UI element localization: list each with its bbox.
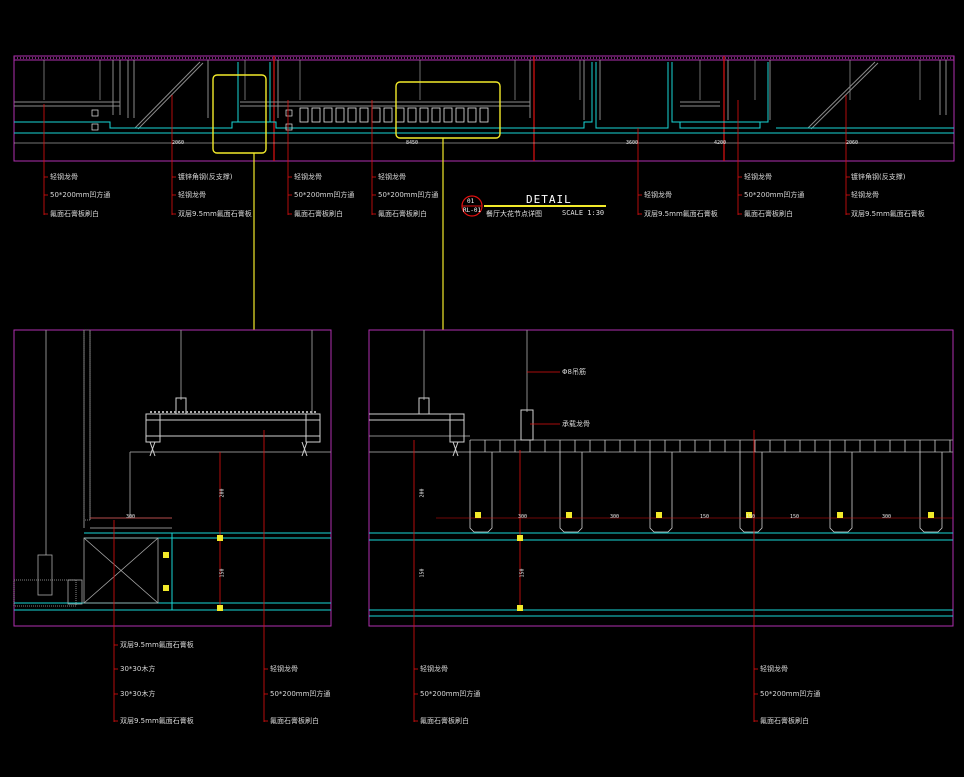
left-label: 双层9.5mm氟面石膏板 bbox=[120, 641, 194, 649]
left-label: 50*200mm凹方通 bbox=[270, 690, 331, 698]
top-section bbox=[13, 55, 955, 330]
left-dim: 150 bbox=[219, 568, 226, 578]
right-dim: 300 bbox=[882, 514, 892, 520]
top-dim: 2060 bbox=[172, 140, 185, 146]
callout-box-right bbox=[395, 81, 501, 139]
top-label: 轻钢龙骨 bbox=[50, 173, 78, 181]
top-label: 轻钢龙骨 bbox=[178, 191, 206, 199]
top-label: 轻钢龙骨 bbox=[644, 191, 672, 199]
top-label: 氟面石膏板刷白 bbox=[50, 210, 99, 218]
right-detail bbox=[368, 329, 954, 722]
right-callout: 承载龙骨 bbox=[562, 420, 590, 428]
top-label: 双层9.5mm氟面石膏板 bbox=[644, 210, 718, 218]
square-tube-profile bbox=[649, 452, 673, 533]
square-tube-profile bbox=[559, 452, 583, 533]
square-tube-profile bbox=[739, 452, 763, 533]
top-dim: 4200 bbox=[714, 140, 727, 146]
left-label: 30*30木方 bbox=[120, 690, 156, 698]
right-label: 氟面石膏板刷白 bbox=[760, 717, 809, 725]
top-label: 氟面石膏板刷白 bbox=[294, 210, 343, 218]
square-tube-profile bbox=[919, 452, 943, 533]
callout-box-left bbox=[212, 74, 267, 154]
top-label: 50*200mm凹方通 bbox=[50, 191, 111, 199]
detail-sheet: RL-01 bbox=[463, 207, 482, 214]
top-label: 双层9.5mm氟面石膏板 bbox=[178, 210, 252, 218]
right-label: 50*200mm凹方通 bbox=[420, 690, 481, 698]
right-label: 氟面石膏板刷白 bbox=[420, 717, 469, 725]
right-dim: 300 bbox=[518, 514, 528, 520]
top-section-frame bbox=[13, 55, 955, 162]
detail-number: 01 bbox=[467, 198, 475, 205]
right-dim: 300 bbox=[610, 514, 620, 520]
right-callout: Φ8吊筋 bbox=[562, 368, 586, 376]
right-label: 轻钢龙骨 bbox=[760, 665, 788, 673]
right-dim: 150 bbox=[746, 514, 756, 520]
top-dim: 3600 bbox=[626, 140, 639, 146]
top-label: 轻钢龙骨 bbox=[744, 173, 772, 181]
square-tube-profile bbox=[469, 452, 493, 533]
right-label: 轻钢龙骨 bbox=[420, 665, 448, 673]
right-label: 50*200mm凹方通 bbox=[760, 690, 821, 698]
top-label: 50*200mm凹方通 bbox=[378, 191, 439, 199]
left-label: 轻钢龙骨 bbox=[270, 665, 298, 673]
detail-name: 餐厅大花节点详图 bbox=[486, 210, 542, 218]
top-label: 双层9.5mm氟面石膏板 bbox=[851, 210, 925, 218]
right-dim: 150 bbox=[519, 568, 526, 578]
top-label: 氟面石膏板刷白 bbox=[744, 210, 793, 218]
left-label: 双层9.5mm氟面石膏板 bbox=[120, 717, 194, 725]
top-label: 氟面石膏板刷白 bbox=[378, 210, 427, 218]
top-label: 轻钢龙骨 bbox=[851, 191, 879, 199]
right-dim: 150 bbox=[419, 568, 426, 578]
right-dim: 150 bbox=[790, 514, 800, 520]
left-dim: 200 bbox=[219, 488, 226, 498]
right-dim: 150 bbox=[700, 514, 710, 520]
square-tube-profile bbox=[829, 452, 853, 533]
top-label: 轻钢龙骨 bbox=[294, 173, 322, 181]
detail-title-block bbox=[461, 195, 606, 217]
top-dim: 8450 bbox=[406, 140, 419, 146]
detail-scale: SCALE 1:30 bbox=[562, 209, 605, 217]
top-label: 镀锌角钢(反支撑) bbox=[851, 173, 906, 181]
top-label: 镀锌角钢(反支撑) bbox=[178, 173, 233, 181]
top-label: 50*200mm凹方通 bbox=[294, 191, 355, 199]
left-label: 30*30木方 bbox=[120, 665, 156, 673]
top-dim: 2060 bbox=[846, 140, 859, 146]
left-detail bbox=[13, 329, 332, 722]
left-label: 氟面石膏板刷白 bbox=[270, 717, 319, 725]
detail-title: DETAIL bbox=[526, 193, 572, 206]
left-dim: 300 bbox=[126, 514, 136, 520]
top-label: 50*200mm凹方通 bbox=[744, 191, 805, 199]
top-label: 轻钢龙骨 bbox=[378, 173, 406, 181]
right-dim: 200 bbox=[419, 488, 426, 498]
